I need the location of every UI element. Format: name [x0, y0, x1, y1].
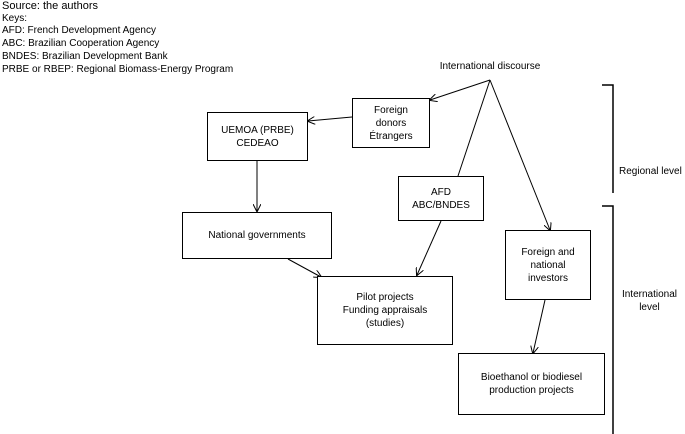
arrow-discourse-to-investors [489, 79, 550, 230]
arrow-investors-to-bioethanol [533, 299, 546, 353]
source-note: Source: the authors [2, 0, 99, 12]
national-governments-label: National governments [208, 230, 306, 241]
international-level-bracket [602, 205, 614, 434]
arrow-afd-to-pilot [417, 220, 442, 275]
pilot-line-1: Pilot projects [356, 292, 414, 303]
international-discourse-label: International discourse [439, 61, 541, 72]
arrow-discourse-to-donors [430, 79, 491, 100]
bioethanol-line-1: Bioethanol or biodiesel [480, 372, 583, 383]
afd-line-1: AFD [431, 186, 451, 198]
foreign-donors-line-2: donors [375, 117, 407, 129]
bioethanol-line-2: production projects [489, 385, 574, 396]
key-abc: ABC: Brazilian Cooperation Agency [2, 38, 160, 49]
pilot-projects-box: Pilot projects Funding appraisals (studi… [317, 276, 453, 345]
international-level-line-2: level [639, 302, 660, 313]
uemoa-line-2: CEDEAO [236, 137, 279, 149]
key-afd: AFD: French Development Agency [2, 25, 156, 36]
foreign-donors-line-3: Étrangers [369, 130, 413, 142]
line-discourse-to-afd [457, 79, 491, 177]
afd-line-2: ABC/BNDES [412, 199, 470, 211]
regional-level-label: Regional level [619, 166, 682, 177]
key-bndes: BNDES: Brazilian Development Bank [2, 51, 168, 62]
foreign-donors-line-1: Foreign [374, 104, 408, 116]
foreign-donors-box: Foreign donors Étrangers [352, 98, 430, 148]
investors-line-1: Foreign and [521, 246, 575, 258]
arrow-donors-to-uemoa [308, 117, 353, 121]
key-prbe: PRBE or RBEP: Regional Biomass-Energy Pr… [2, 64, 234, 75]
international-level-line-1: International [621, 289, 678, 300]
uemoa-line-1: UEMOA (PRBE) [221, 124, 294, 136]
national-governments-box: National governments [182, 212, 332, 259]
arrow-governments-to-pilot [287, 258, 321, 277]
pilot-line-3: (studies) [365, 318, 405, 329]
investors-line-3: investors [527, 272, 568, 284]
uemoa-box: UEMOA (PRBE) CEDEAO [207, 112, 308, 161]
international-level-label: International level [614, 288, 685, 314]
keys-title: Keys: [2, 13, 28, 24]
pilot-line-2: Funding appraisals [342, 305, 428, 316]
investors-line-2: national [530, 259, 566, 271]
bioethanol-biodiesel-box: Bioethanol or biodiesel production proje… [458, 353, 605, 415]
afd-abc-bndes-box: AFD ABC/BNDES [398, 176, 484, 221]
foreign-national-investors-box: Foreign and national investors [505, 230, 591, 300]
regional-level-bracket [602, 84, 614, 193]
